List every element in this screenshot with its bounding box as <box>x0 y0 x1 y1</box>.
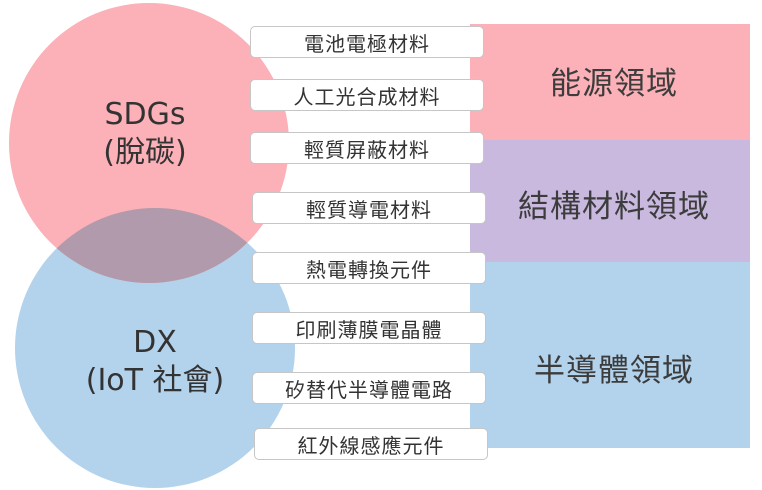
item-label: 輕質導電材料 <box>306 197 432 222</box>
semiconductor-domain-label: 半導體領域 <box>534 352 694 389</box>
item-label: 輕質屏蔽材料 <box>304 137 430 162</box>
sdgs-title: SDGs <box>104 97 186 132</box>
dx-label: DX (IoT 社會) <box>60 324 250 400</box>
dx-title: DX <box>133 325 177 360</box>
item-printed-tft: 印刷薄膜電晶體 <box>252 312 486 344</box>
item-label: 紅外線感應元件 <box>297 433 445 458</box>
structural-domain-label: 結構材料領域 <box>518 188 710 225</box>
dx-subtitle: (IoT 社會) <box>85 363 225 398</box>
item-lightweight-conductive: 輕質導電材料 <box>252 192 486 224</box>
item-infrared-sensor: 紅外線感應元件 <box>254 428 488 460</box>
sdgs-label: SDGs (脫碳) <box>70 96 220 172</box>
item-label: 矽替代半導體電路 <box>285 377 453 402</box>
item-artificial-photosynthesis: 人工光合成材料 <box>250 79 484 111</box>
item-label: 人工光合成材料 <box>293 84 441 109</box>
item-thermoelectric: 熱電轉換元件 <box>252 252 486 284</box>
sdgs-subtitle: (脫碳) <box>103 135 187 170</box>
energy-domain-band: 能源領域 <box>470 24 750 140</box>
item-label: 電池電極材料 <box>304 31 430 56</box>
item-battery-electrode: 電池電極材料 <box>250 26 484 58</box>
item-label: 印刷薄膜電晶體 <box>295 317 443 342</box>
semiconductor-domain-band: 半導體領域 <box>470 262 750 448</box>
energy-domain-label: 能源領域 <box>550 65 678 102</box>
item-lightweight-shielding: 輕質屏蔽材料 <box>250 132 484 164</box>
item-label: 熱電轉換元件 <box>306 257 432 282</box>
structural-domain-band: 結構材料領域 <box>470 140 750 262</box>
item-silicon-alternative: 矽替代半導體電路 <box>252 372 486 404</box>
